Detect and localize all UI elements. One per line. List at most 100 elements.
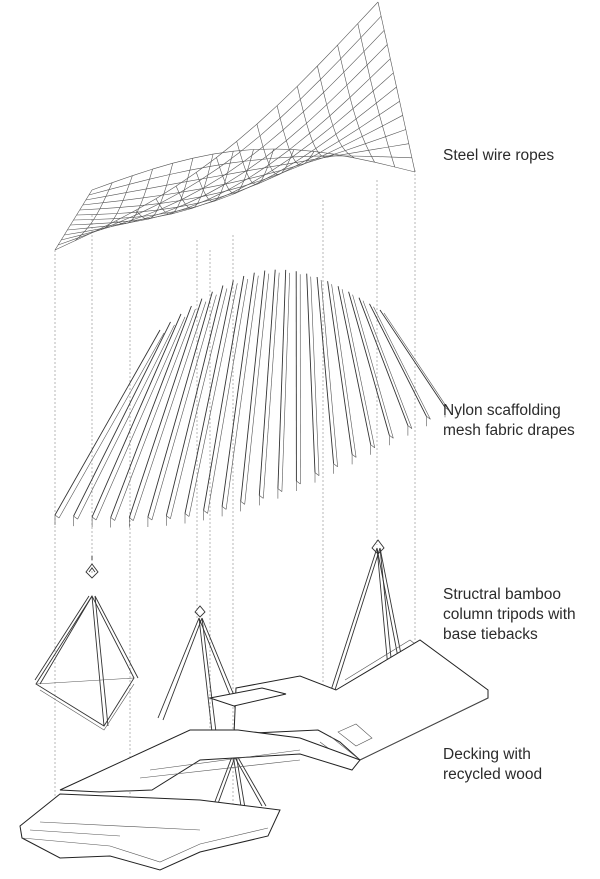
wire-rope-segment — [73, 219, 94, 221]
wire-rope-segment — [76, 214, 97, 216]
wire-rope-segment — [64, 229, 68, 236]
fabric-drape-strip — [166, 515, 171, 519]
wire-rope-segment — [179, 180, 200, 194]
fabric-drape-strip — [129, 517, 134, 521]
wire-rope-segment — [357, 23, 362, 38]
wire-rope-segment — [149, 174, 170, 180]
fabric-drape-strip — [383, 312, 450, 411]
wire-rope-segment — [152, 162, 173, 170]
fabric-drape-strip — [188, 283, 238, 517]
wire-rope-segment — [209, 162, 231, 167]
wire-rope-segment — [248, 164, 270, 179]
fabric-drape-strip — [240, 501, 245, 505]
steel-wire-rope-grid — [54, 1, 416, 251]
wire-rope-segment — [335, 134, 340, 142]
wire-rope-segment — [96, 213, 118, 215]
wire-rope-segment — [189, 158, 194, 171]
wire-rope-segment — [307, 156, 329, 161]
wire-rope-segment — [357, 1, 379, 24]
wire-rope-segment — [110, 220, 132, 224]
wire-rope-segment — [178, 192, 183, 200]
wire-rope-segment — [127, 218, 149, 224]
label-nylon-fabric: Nylon scaffolding mesh fabric drapes — [443, 401, 575, 441]
wire-rope-segment — [376, 103, 380, 115]
fabric-drape-strip — [331, 284, 357, 458]
wire-rope-segment — [64, 231, 85, 236]
fabric-drape-strip — [54, 329, 161, 516]
wire-rope-segment — [388, 143, 409, 148]
wire-rope-segment — [138, 203, 160, 214]
wire-rope-segment — [359, 114, 380, 129]
tripod-middle — [157, 605, 241, 733]
wire-rope-segment — [90, 222, 111, 225]
label-line: Structral bamboo — [443, 586, 562, 603]
wire-rope-segment — [70, 219, 74, 226]
fabric-drape-strip — [54, 514, 60, 519]
wire-rope-segment — [272, 156, 293, 171]
fabric-drape-strip — [444, 407, 450, 411]
wire-rope-segment — [354, 157, 375, 163]
wire-rope-segment — [177, 200, 181, 208]
label-line: Decking with — [443, 746, 531, 763]
wire-rope-segment — [216, 141, 237, 158]
wire-rope-segment — [194, 200, 215, 208]
fabric-drape-strip — [426, 416, 431, 420]
wire-rope-segment — [306, 104, 327, 124]
wire-rope-segment — [320, 58, 341, 80]
label-line: base tiebacks — [443, 626, 538, 643]
wire-rope-segment — [93, 218, 114, 220]
wire-rope-segment — [279, 118, 284, 130]
fabric-drape-strip — [407, 425, 413, 429]
wire-rope-segment — [82, 202, 103, 206]
wire-rope-segment — [250, 158, 271, 161]
wire-rope-segment — [264, 169, 285, 176]
wire-rope-segment — [338, 127, 360, 142]
wire-rope-segment — [315, 148, 320, 154]
wire-rope-segment — [169, 169, 190, 175]
wire-rope-segment — [267, 158, 271, 168]
wire-rope-segment — [79, 204, 84, 211]
fabric-drape-strip — [151, 294, 217, 521]
fabric-drape-strip — [91, 516, 97, 521]
wire-rope-segment — [360, 37, 365, 52]
wire-rope-segment — [253, 148, 274, 150]
wire-rope-segment — [222, 176, 227, 184]
label-steel-wire-ropes: Steel wire ropes — [443, 146, 554, 166]
wire-rope-segment — [346, 85, 351, 98]
wire-rope-segment — [216, 157, 220, 168]
wire-rope-segment — [247, 160, 251, 171]
wire-rope-segment — [306, 123, 310, 134]
wire-rope-segment — [276, 105, 281, 119]
wire-rope-segment — [227, 170, 248, 175]
wire-rope-segment — [203, 184, 225, 189]
wire-rope-segment — [230, 160, 251, 164]
wire-rope-segment — [371, 156, 392, 158]
tripod-top-node — [85, 556, 99, 579]
fabric-drape-strip — [263, 272, 280, 499]
wire-rope-segment — [334, 153, 355, 159]
fabric-drape-strip — [379, 309, 446, 408]
wire-rope-segment — [270, 148, 274, 159]
wire-rope-segment — [174, 206, 195, 212]
wire-rope-segment — [146, 184, 167, 190]
wire-rope-segment — [102, 200, 124, 203]
wire-rope-segment — [344, 150, 349, 154]
wire-rope-segment — [177, 202, 198, 208]
wire-rope-segment — [239, 152, 244, 163]
wire-rope-segment — [81, 229, 102, 236]
fabric-drape-strip — [327, 281, 353, 455]
wire-rope-segment — [93, 214, 98, 220]
label-decking: Decking with recycled wood — [443, 745, 542, 785]
fabric-drape-strip — [240, 270, 266, 502]
wire-rope-segment — [225, 183, 230, 190]
wire-rope-segment — [259, 135, 264, 147]
wire-rope-segment — [125, 184, 130, 193]
wire-rope-segment — [209, 154, 214, 167]
wire-rope-segment — [171, 208, 192, 215]
wire-rope-segment — [126, 188, 147, 193]
wire-rope-segment — [155, 198, 160, 205]
fabric-drape-strip — [351, 454, 357, 458]
wire-rope-segment — [217, 191, 239, 199]
wire-rope-segment — [329, 97, 351, 117]
